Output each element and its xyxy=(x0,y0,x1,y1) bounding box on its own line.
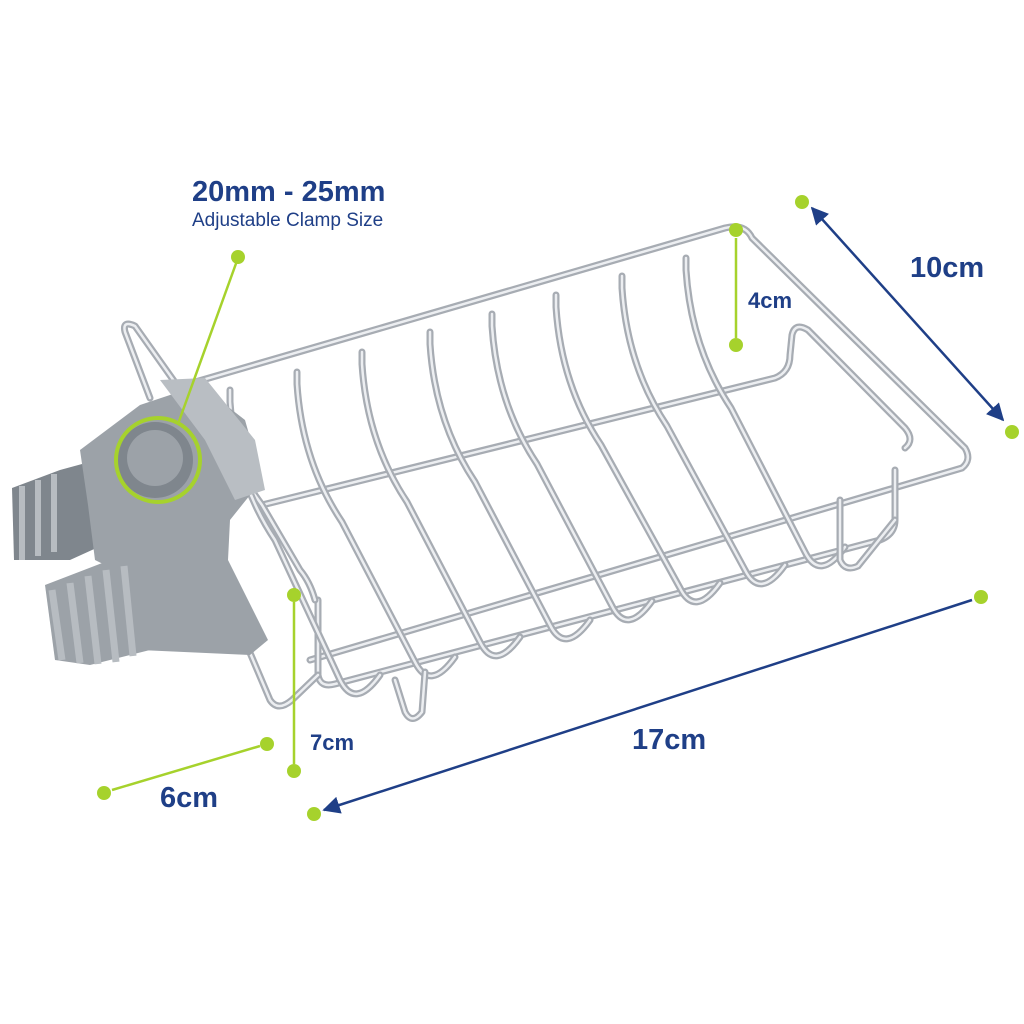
clamp-marker-dot xyxy=(231,250,245,264)
clamp-arm-lower-highlight xyxy=(246,646,320,708)
clamp-size-caption: Adjustable Clamp Size xyxy=(192,210,384,231)
depth-arrow xyxy=(810,206,1005,422)
basket-front-lip-highlight xyxy=(260,325,912,507)
clamp-width-line xyxy=(111,744,261,792)
length-dimension xyxy=(307,590,988,821)
basket-rib-4-highlight xyxy=(428,330,592,641)
rack-height-dimension xyxy=(729,223,743,352)
clamp-width-label: 6cm xyxy=(160,782,219,814)
basket-rib-3-highlight xyxy=(360,350,522,658)
clamp-height-dimension xyxy=(287,588,301,778)
clamp-arm-lower xyxy=(244,644,322,710)
depth-dimension xyxy=(795,195,1019,439)
clamp-highlight-ring xyxy=(114,416,202,504)
basket-rib-7 xyxy=(618,272,789,588)
clamp-width-marker-right xyxy=(260,737,274,751)
basket-rib-6-highlight xyxy=(554,293,722,604)
length-marker-start xyxy=(307,807,321,821)
rack-height-marker-bottom xyxy=(729,338,743,352)
clamp-height-label: 7cm xyxy=(310,730,355,755)
rack-height-label: 4cm xyxy=(748,288,793,313)
clamp-height-marker-top xyxy=(287,588,301,602)
depth-label: 10cm xyxy=(910,252,985,284)
basket-rib-2-highlight xyxy=(295,370,457,678)
clamp-size-label: 20mm - 25mm xyxy=(192,176,386,208)
basket-rib-5 xyxy=(488,310,656,624)
clamp-width-dimension xyxy=(97,737,274,800)
rack-height-marker-top xyxy=(729,223,743,237)
length-marker-end xyxy=(974,590,988,604)
depth-marker-start xyxy=(795,195,809,209)
faucet-clamp xyxy=(12,378,268,665)
basket-rib-side-right-highlight xyxy=(838,498,897,570)
clamp-leader-line xyxy=(176,257,240,425)
basket-rib-side-right xyxy=(836,496,899,572)
clamp-width-marker-left xyxy=(97,786,111,800)
length-arrow xyxy=(322,598,973,814)
basket-rib-foot-left-highlight xyxy=(393,670,427,720)
basket-rib-7-highlight xyxy=(620,274,787,586)
basket-rib-8-highlight xyxy=(684,256,847,568)
basket-rib-5-highlight xyxy=(490,312,654,622)
clamp-size-callout xyxy=(114,250,245,504)
clamp-height-marker-bottom xyxy=(287,764,301,778)
length-label: 17cm xyxy=(632,724,707,756)
depth-marker-end xyxy=(1005,425,1019,439)
